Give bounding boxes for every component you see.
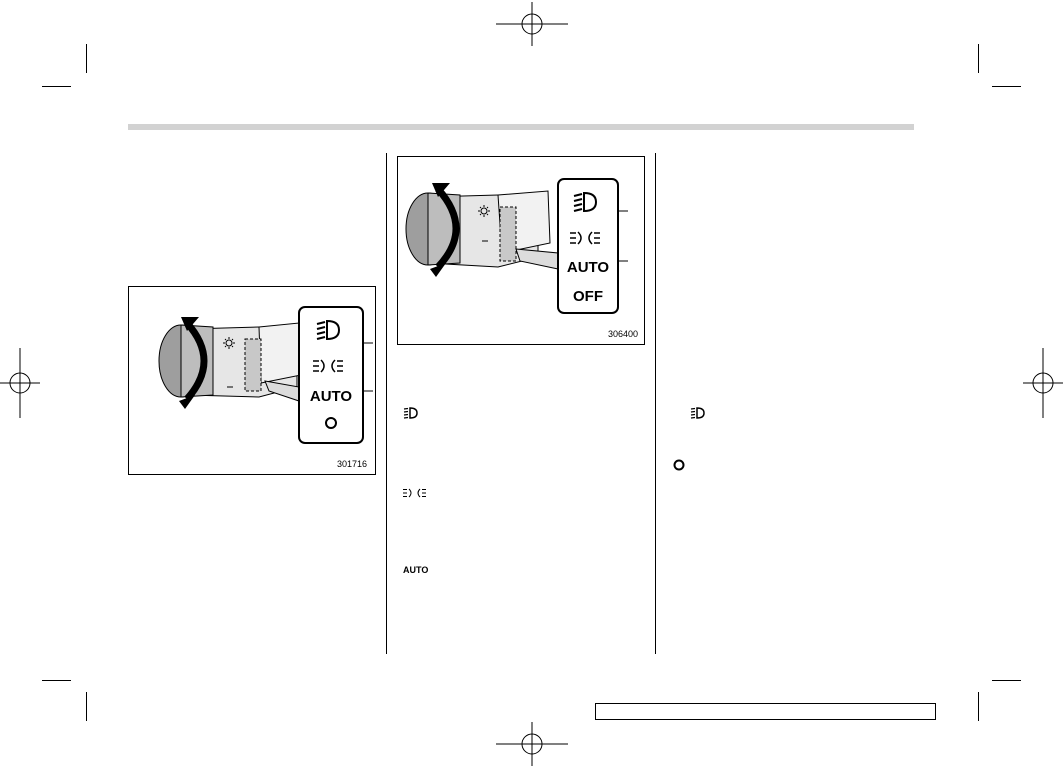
- headlight-icon: [403, 407, 418, 419]
- auto-inline-label: AUTO: [403, 565, 429, 575]
- figure-left: AUTO 301716: [128, 286, 376, 475]
- registration-target-left: [0, 348, 40, 418]
- column-divider-left: [386, 153, 387, 654]
- registration-target-bottom: [496, 722, 568, 766]
- light-switch-illustration: AUTO 301716: [158, 306, 373, 469]
- figure-right: AUTO OFF 306400: [397, 156, 645, 345]
- panel-auto-label: AUTO: [310, 388, 353, 405]
- light-switch-illustration: AUTO OFF 306400: [405, 178, 638, 339]
- off-circle-icon: [325, 417, 337, 429]
- headlight-high-beam-icon: [316, 319, 341, 341]
- side-lights-icon: [570, 231, 600, 245]
- panel-auto-label: AUTO: [567, 259, 610, 276]
- figure-code: 306400: [608, 329, 638, 339]
- panel-off-label: OFF: [573, 288, 603, 305]
- header-band: [128, 124, 914, 130]
- column-divider-right: [655, 153, 656, 654]
- off-circle-icon: [673, 459, 685, 471]
- side-lights-icon: [403, 488, 426, 498]
- registration-target-top: [496, 2, 568, 46]
- footer-box: [595, 703, 936, 720]
- registration-target-right: [1023, 348, 1063, 418]
- headlight-high-beam-icon: [573, 191, 598, 213]
- side-lights-icon: [313, 359, 343, 373]
- headlight-icon: [690, 407, 705, 419]
- figure-code: 301716: [337, 459, 367, 469]
